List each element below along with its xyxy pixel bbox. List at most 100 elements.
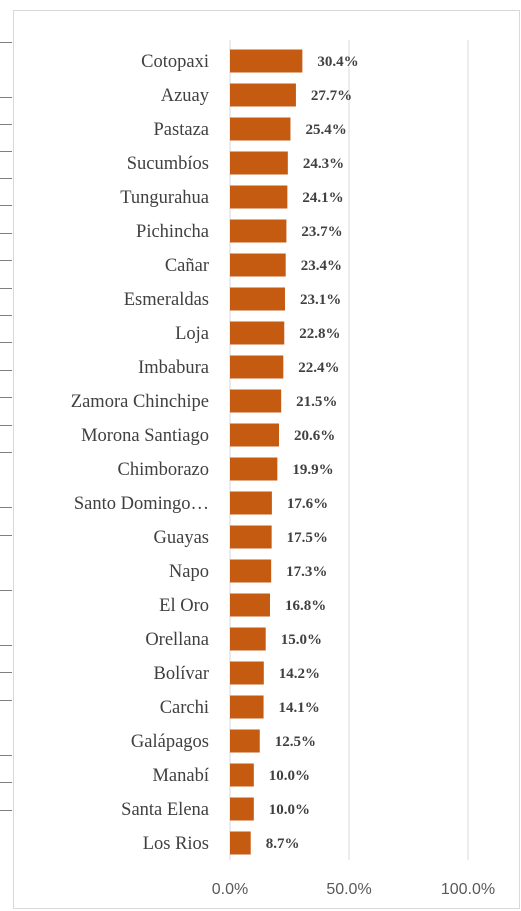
data-label: 22.8% [299, 326, 340, 342]
bar [230, 49, 303, 73]
data-label: 8.7% [266, 836, 300, 852]
category-label: Los Rios [143, 834, 209, 854]
bar [230, 729, 260, 753]
data-label: 23.7% [301, 224, 342, 240]
data-label: 14.2% [279, 666, 320, 682]
edge-tick-mark [0, 370, 12, 371]
bar [230, 219, 287, 243]
bar [230, 831, 251, 855]
bar [230, 423, 280, 447]
data-label: 17.3% [286, 564, 327, 580]
data-label: 24.1% [302, 190, 343, 206]
edge-tick-mark [0, 178, 12, 179]
bar [230, 763, 254, 787]
x-tick-label: 50.0% [326, 881, 371, 898]
category-label: Morona Santiago [81, 426, 209, 446]
bar [230, 661, 264, 685]
edge-tick-mark [0, 288, 12, 289]
edge-tick-mark [0, 42, 12, 43]
category-label: Cotopaxi [141, 52, 209, 72]
bar [230, 253, 286, 277]
data-label: 27.7% [311, 88, 352, 104]
data-label: 12.5% [275, 734, 316, 750]
edge-tick-mark [0, 97, 12, 98]
bar [230, 627, 266, 651]
category-label: Bolívar [154, 664, 210, 684]
bar [230, 117, 291, 141]
category-label: Orellana [145, 630, 209, 650]
edge-tick-mark [0, 535, 12, 536]
category-label: Manabí [152, 766, 209, 786]
edge-tick-mark [0, 205, 12, 206]
edge-tick-mark [0, 672, 12, 673]
data-label: 19.9% [292, 462, 333, 478]
bar [230, 695, 264, 719]
bar [230, 491, 272, 515]
edge-tick-mark [0, 397, 12, 398]
bar [230, 287, 285, 311]
bar [230, 457, 278, 481]
category-label: Galápagos [131, 732, 209, 752]
data-label: 10.0% [269, 768, 310, 784]
chart-frame [13, 10, 520, 909]
category-label: Santo Domingo… [74, 494, 209, 514]
bar [230, 559, 272, 583]
category-label: Esmeraldas [124, 290, 209, 310]
category-label: El Oro [159, 596, 209, 616]
data-label: 10.0% [269, 802, 310, 818]
edge-tick-mark [0, 452, 12, 453]
data-label: 23.1% [300, 292, 341, 308]
data-label: 22.4% [298, 360, 339, 376]
edge-tick-mark [0, 782, 12, 783]
bar [230, 797, 254, 821]
data-label: 24.3% [303, 156, 344, 172]
category-label: Guayas [154, 528, 209, 548]
data-label: 15.0% [281, 632, 322, 648]
data-label: 16.8% [285, 598, 326, 614]
edge-tick-mark [0, 342, 12, 343]
data-label: 17.5% [287, 530, 328, 546]
data-label: 25.4% [305, 122, 346, 138]
edge-tick-mark [0, 810, 12, 811]
bar [230, 525, 272, 549]
grid-lines [229, 40, 469, 860]
data-label: 20.6% [294, 428, 335, 444]
bar [230, 355, 284, 379]
category-labels: CotopaxiAzuayPastazaSucumbíosTungurahuaP… [71, 52, 210, 854]
x-tick-label: 0.0% [212, 881, 248, 898]
category-label: Carchi [160, 698, 209, 718]
bar [230, 593, 270, 617]
category-label: Chimborazo [118, 460, 209, 480]
data-label: 17.6% [287, 496, 328, 512]
category-label: Azuay [161, 86, 210, 106]
category-label: Napo [169, 562, 209, 582]
category-label: Sucumbíos [127, 154, 209, 174]
category-label: Pastaza [154, 120, 209, 140]
bar [230, 185, 288, 209]
edge-tick-mark [0, 233, 12, 234]
edge-tick-mark [0, 700, 12, 701]
category-label: Santa Elena [121, 800, 209, 820]
edge-tick-mark [0, 507, 12, 508]
edge-tick-mark [0, 260, 12, 261]
category-label: Loja [175, 324, 209, 344]
data-label: 30.4% [317, 54, 358, 70]
bar [230, 151, 288, 175]
bar [230, 321, 285, 345]
category-label: Imbabura [138, 358, 209, 378]
edge-tick-mark [0, 315, 12, 316]
category-label: Zamora Chinchipe [71, 392, 209, 412]
edge-tick-mark [0, 151, 12, 152]
bars [230, 49, 303, 855]
category-label: Tungurahua [120, 188, 209, 208]
edge-tick-mark [0, 425, 12, 426]
data-label: 21.5% [296, 394, 337, 410]
category-label: Pichincha [136, 222, 209, 242]
bar [230, 389, 282, 413]
edge-tick-mark [0, 755, 12, 756]
data-labels: 30.4% 27.7% 25.4% 24.3% 24.1% 23.7% 23.4% 23.1%… [266, 54, 359, 852]
data-label: 23.4% [301, 258, 342, 274]
category-label: Cañar [165, 256, 209, 276]
